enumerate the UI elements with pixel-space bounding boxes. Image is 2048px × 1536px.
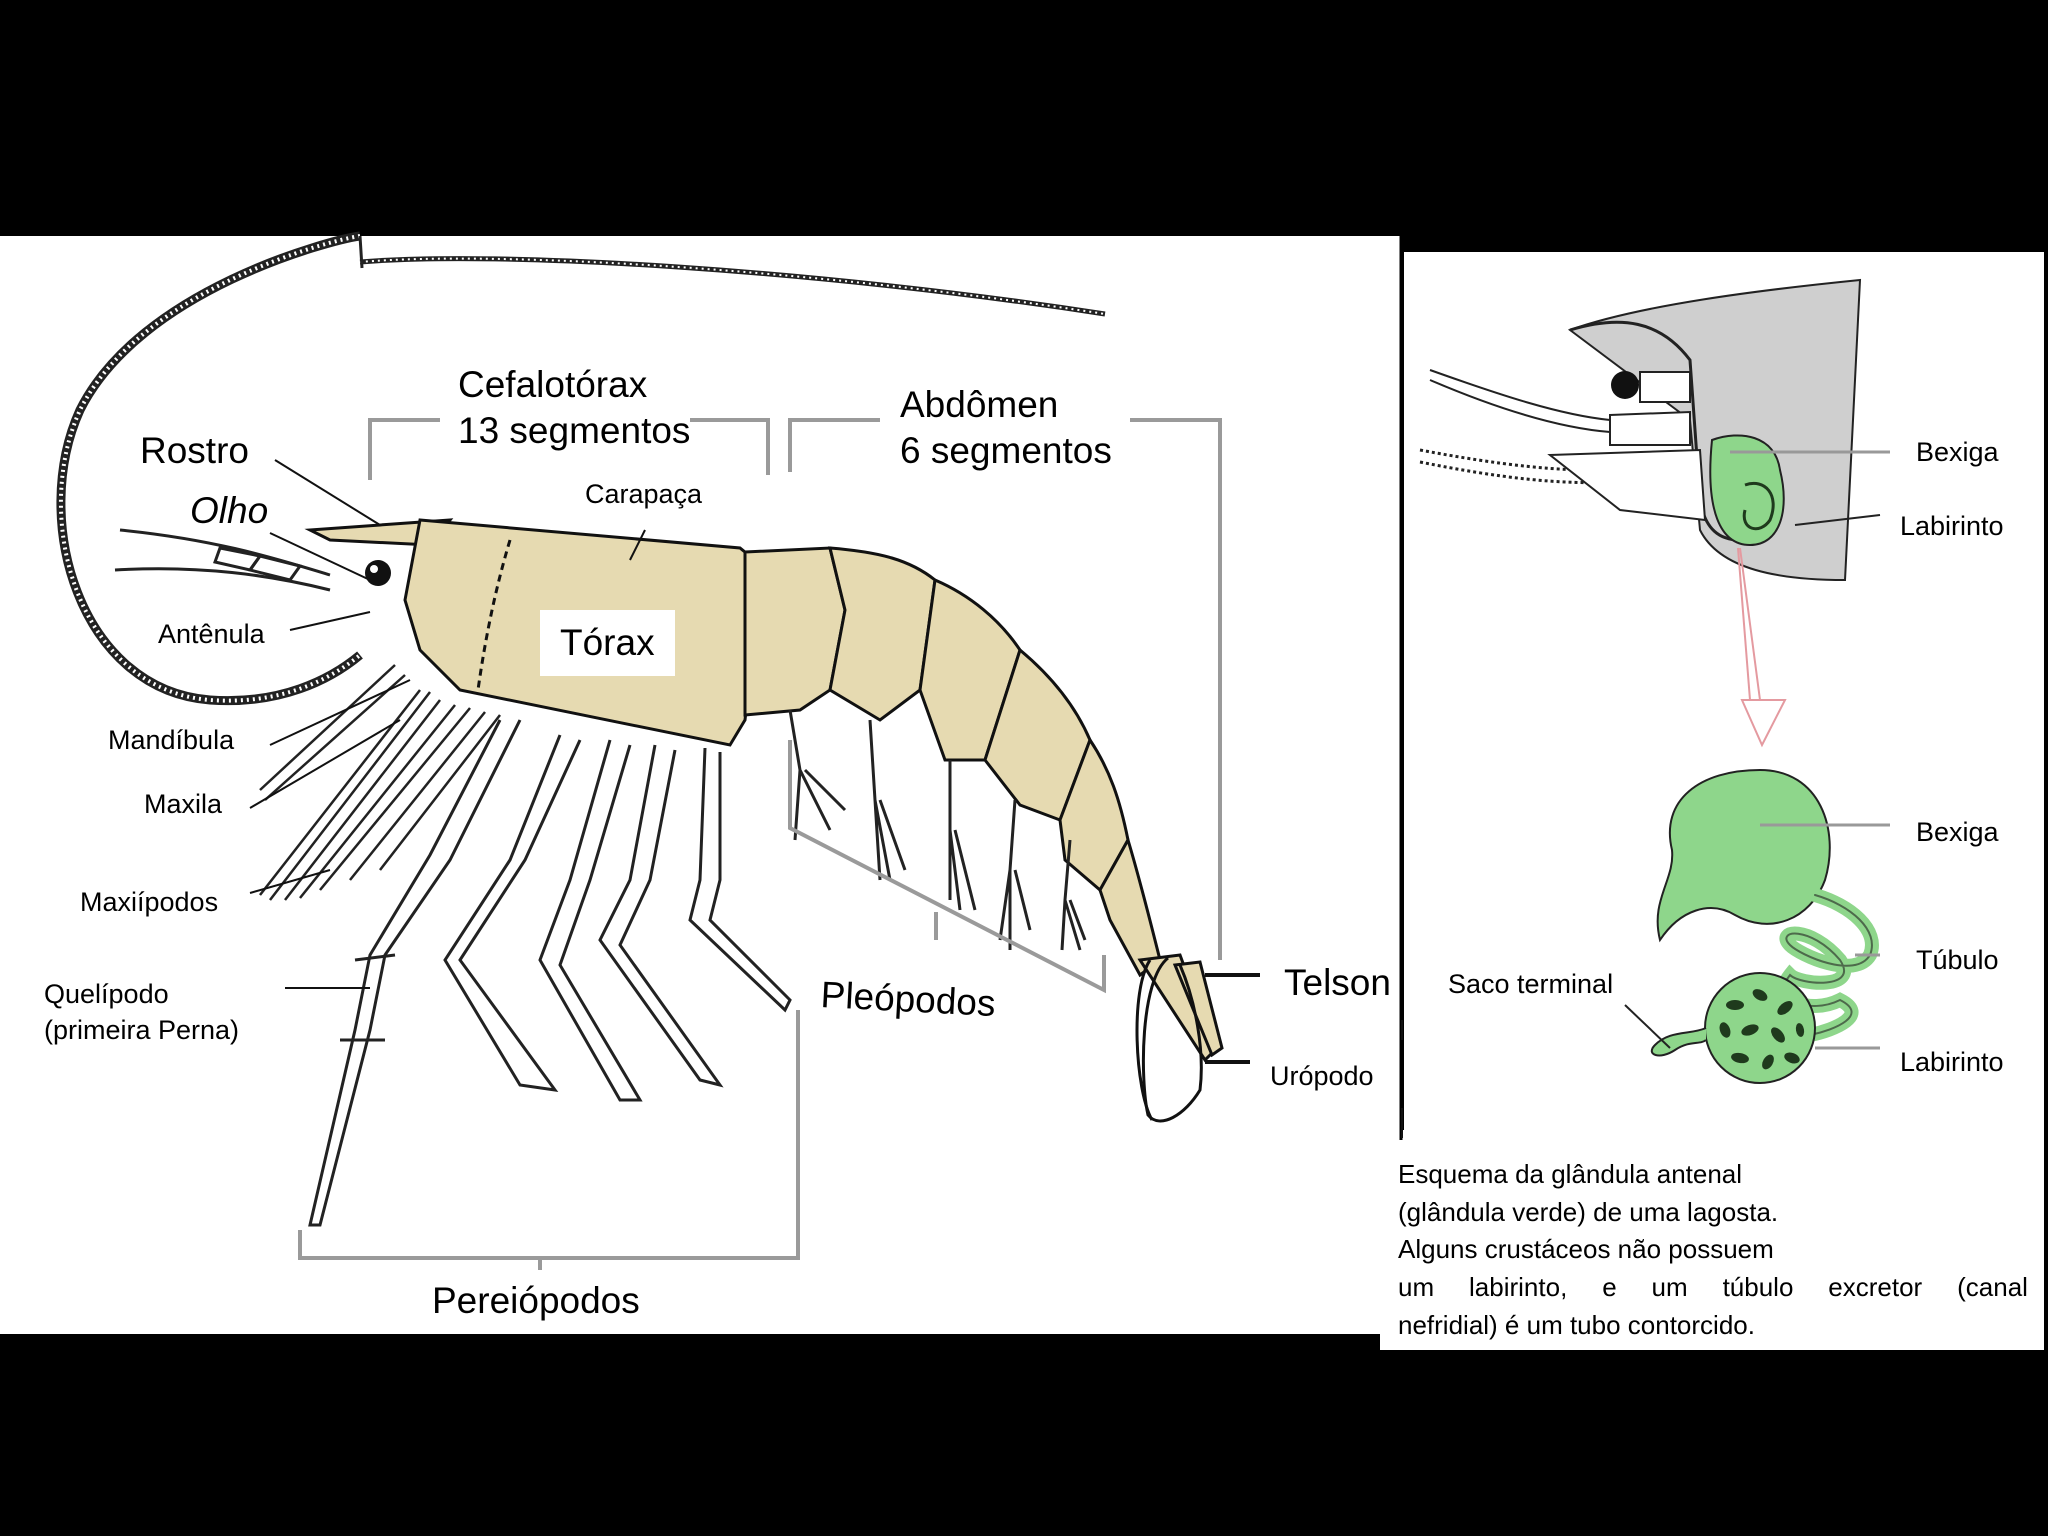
walking-legs: [308, 719, 792, 1227]
label-pleopodos: Pleópodos: [819, 973, 997, 1025]
antennules: [114, 528, 331, 592]
caption-word: (canal: [1957, 1272, 2028, 1303]
caption-word: um: [1651, 1272, 1688, 1303]
caption-word: túbulo: [1722, 1272, 1794, 1303]
label-rostro: Rostro: [140, 430, 249, 471]
caption-line-3: Alguns crustáceos não possuem: [1398, 1234, 1774, 1265]
caption-line-2: (glândula verde) de uma lagosta.: [1398, 1196, 1779, 1227]
caption-word: labirinto,: [1469, 1272, 1568, 1303]
label-bexiga-bottom: Bexiga: [1916, 817, 1999, 847]
label-telson: Telson: [1284, 962, 1391, 1003]
brackets: [298, 418, 1222, 1270]
caption-word: um: [1398, 1272, 1435, 1303]
label-tubulo: Túbulo: [1916, 945, 1999, 975]
label-abdomen: Abdômen: [900, 384, 1059, 425]
label-quelipodo: Quelípodo: [44, 979, 169, 1009]
label-labirinto-bottom: Labirinto: [1900, 1047, 2004, 1077]
caption-line-5: nefridial) é um tubo contorcido.: [1398, 1309, 1755, 1340]
label-carapaca: Carapaça: [585, 479, 703, 509]
pleopods: [788, 709, 1087, 951]
label-maxila: Maxila: [144, 789, 223, 819]
caption-line-4: um labirinto, e um túbulo excretor (cana…: [1398, 1269, 2028, 1307]
gland-caption: Esquema da glândula antenal (glândula ve…: [1398, 1156, 2028, 1344]
caption-panel: [1380, 1130, 2044, 1350]
uropod-shapes: [1135, 956, 1203, 1123]
label-cefalotorax: Cefalotórax: [458, 364, 648, 405]
label-abdomen-segments: 6 segmentos: [900, 430, 1112, 471]
caption-word: excretor: [1828, 1272, 1923, 1303]
label-antenula: Antênula: [158, 619, 265, 649]
lobster-head-sketch: [1419, 278, 1862, 748]
label-quelipodo-sub: (primeira Perna): [44, 1015, 240, 1045]
label-labirinto-top: Labirinto: [1900, 511, 2004, 541]
label-olho: Olho: [190, 490, 269, 531]
label-bexiga-top: Bexiga: [1916, 437, 1999, 467]
antenna-long: [56, 231, 1106, 706]
shrimp-leader-lines: [249, 459, 1403, 1138]
label-maxipodos: Maxiípodos: [80, 887, 219, 917]
label-mandibula: Mandíbula: [108, 725, 235, 755]
label-saco-terminal: Saco terminal: [1448, 969, 1614, 999]
shrimp-panel: [0, 236, 1400, 1334]
label-torax: Tórax: [540, 610, 675, 677]
caption-word: e: [1602, 1272, 1617, 1303]
label-pereiopodos: Pereiópodos: [412, 1276, 660, 1327]
label-uropodo: Urópodo: [1270, 1061, 1374, 1091]
gland-leader-lines: [1624, 450, 1890, 1050]
caption-line-1: Esquema da glândula antenal: [1398, 1159, 1743, 1189]
label-cefalotorax-segments: 13 segmentos: [458, 410, 691, 451]
